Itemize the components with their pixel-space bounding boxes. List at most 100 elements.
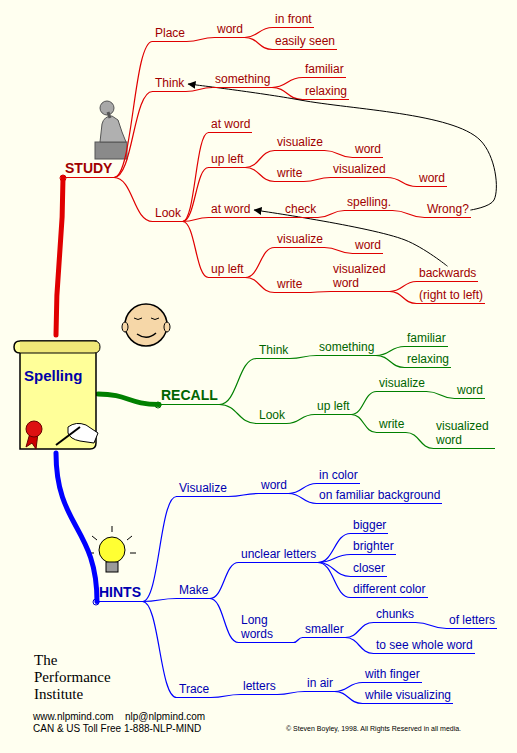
branch-line <box>245 248 274 278</box>
branch-text: up left <box>211 262 244 276</box>
scroll-curl <box>20 341 100 353</box>
branch-line <box>211 695 241 698</box>
branch-line <box>245 151 274 168</box>
branch-word: write <box>274 166 304 182</box>
branch-line <box>183 218 209 222</box>
branch-line <box>114 42 153 178</box>
branch-text: easily seen <box>275 34 335 48</box>
copyright-note: © Steven Boyley, 1998. All Rights Reserv… <box>286 725 461 732</box>
branch-word: word <box>454 383 485 399</box>
branch-line <box>406 433 434 449</box>
branch-word: visualized word <box>330 262 390 292</box>
branch-text: Place <box>155 26 185 40</box>
branch-line <box>272 78 303 88</box>
branch-word: letters <box>240 679 278 695</box>
contact-info: www.nlpmind.com <box>33 711 114 722</box>
branch-word: Think <box>256 343 290 359</box>
branch-text: different color <box>353 582 426 596</box>
branch-line <box>289 484 317 494</box>
branch-text: of letters <box>449 613 495 627</box>
branch-word: Trace <box>176 682 211 698</box>
branch-text: in color <box>319 468 358 482</box>
branch-word: unclear letters <box>238 547 318 563</box>
feedback-arrow <box>188 84 496 210</box>
branch-word: word <box>352 238 383 254</box>
topic-title: Spelling <box>24 369 82 383</box>
branch-line <box>287 415 315 424</box>
branch-line <box>387 178 416 187</box>
branch-line <box>294 638 303 643</box>
ear <box>164 322 170 332</box>
branch-text: up left <box>211 152 244 166</box>
branch-line <box>245 38 273 50</box>
branch-text: word <box>419 171 445 185</box>
branch-text: visualized word <box>436 419 489 447</box>
branch-text: Look <box>155 206 181 220</box>
branch-text: write <box>277 277 302 291</box>
branch-word: write <box>376 417 406 433</box>
branch-text: at word <box>211 117 250 131</box>
branch-text: with finger <box>365 667 420 681</box>
branch-line <box>345 638 373 654</box>
contact-info: CAN & US Toll Free 1-888-NLP-MIND <box>33 723 201 734</box>
ray <box>130 553 136 554</box>
branch-text: smaller <box>305 622 344 636</box>
branch-line <box>351 392 376 415</box>
branch-text: visualized word <box>333 262 386 290</box>
branch-line <box>245 28 273 38</box>
branch-line <box>183 168 209 222</box>
branch-word: Long words <box>238 613 294 643</box>
branch-text: something <box>215 72 270 86</box>
branch-line <box>272 88 303 100</box>
feedback-arrow <box>254 210 447 266</box>
scroll-shape <box>10 333 102 455</box>
branch-text: word <box>457 383 483 397</box>
branch-line <box>318 534 351 563</box>
branch-word: up left <box>314 399 352 415</box>
branch-text: Trace <box>179 682 209 696</box>
branch-line <box>416 623 447 629</box>
main-branch: STUDY <box>62 160 114 178</box>
branch-line <box>376 347 405 356</box>
branch-line <box>335 692 363 704</box>
branch-text: familiar <box>305 62 344 76</box>
main-branch: HINTS <box>96 584 143 602</box>
pedestal <box>95 142 127 159</box>
branch-line <box>289 494 317 504</box>
statue-body <box>100 116 126 142</box>
branch-line <box>345 623 373 638</box>
branch-word: at word <box>208 202 252 218</box>
branch-word: familiar <box>404 331 448 347</box>
branch-text: in air <box>307 676 333 690</box>
branch-word: Think <box>152 76 186 92</box>
branch-word: while visualizing <box>362 688 453 704</box>
branch-word: brighter <box>350 539 396 555</box>
branch-word: relaxing <box>404 352 451 368</box>
branch-word: Make <box>176 583 210 599</box>
thinker-icon <box>95 101 127 159</box>
branch-word: at word <box>208 117 252 133</box>
branch-line <box>245 278 274 293</box>
contact-info: nlp@nlpmind.com <box>125 711 205 722</box>
branch-line <box>114 92 153 178</box>
branch-line <box>210 563 239 599</box>
branch-word: bigger <box>350 518 388 534</box>
branch-line <box>335 683 363 692</box>
branch-text: visualize <box>277 135 323 149</box>
branch-line <box>186 88 213 92</box>
branch-word: Wrong? <box>424 202 471 218</box>
branch-text: visualize <box>379 376 425 390</box>
branch-word: on familiar background <box>316 488 442 504</box>
branch-word: word <box>352 142 383 158</box>
branch-word: visualize <box>376 376 427 392</box>
branch-word: visualize <box>274 232 325 248</box>
branch-word: visualized <box>330 162 388 178</box>
branch-line <box>143 599 177 602</box>
branch-line <box>318 211 345 218</box>
branch-line <box>390 282 417 292</box>
branch-line <box>183 222 209 278</box>
branch-text: visualized <box>333 162 386 176</box>
branch-text: up left <box>317 399 350 413</box>
branch-word: in air <box>304 676 335 692</box>
